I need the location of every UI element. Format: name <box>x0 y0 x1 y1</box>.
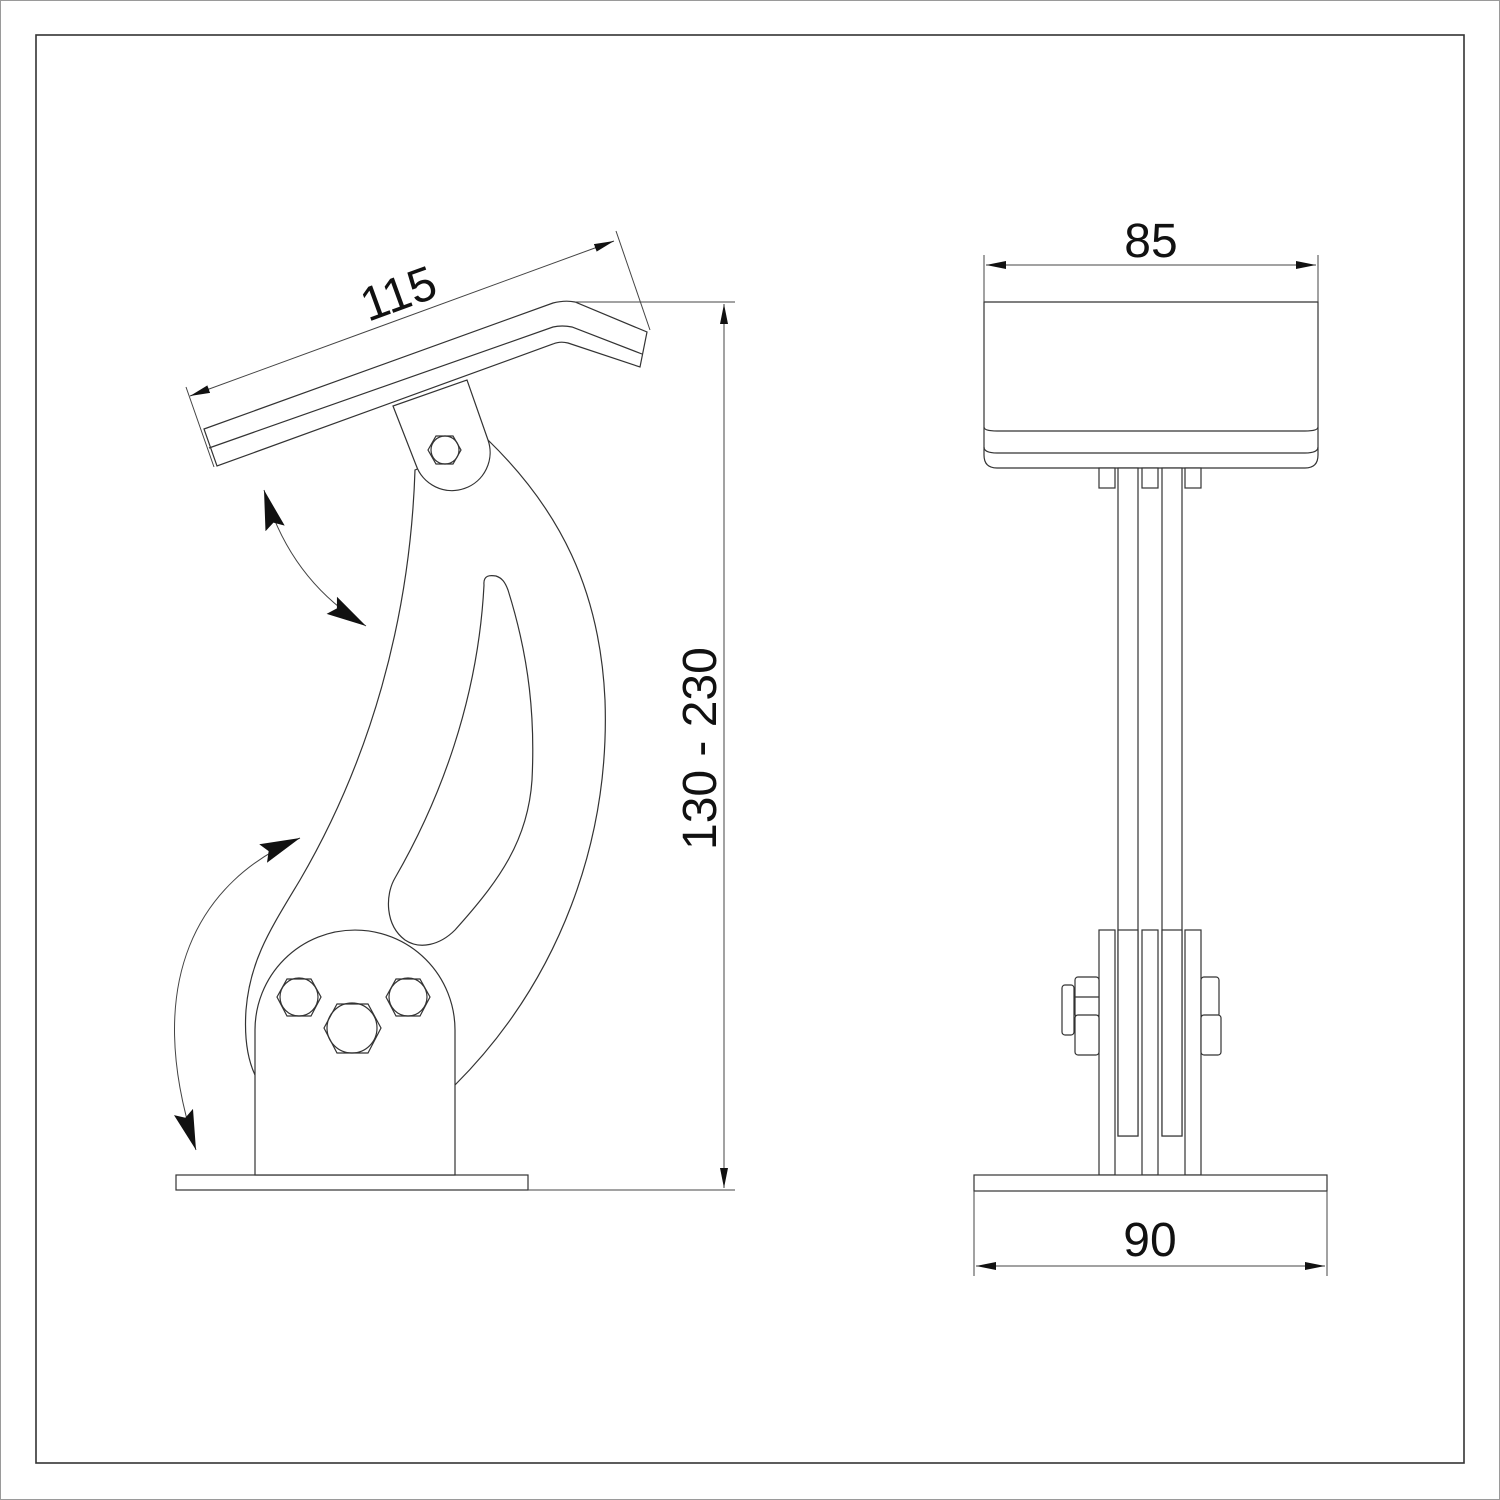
upper-tab <box>1141 467 1159 489</box>
front-block-line <box>983 446 1319 454</box>
swivel-arrow-icon <box>174 837 301 1151</box>
dim-height-range: 130 - 230 <box>674 647 727 850</box>
top-tab <box>392 379 491 492</box>
side-view: 115 130 - 230 <box>174 230 735 1191</box>
upper-tab <box>1184 467 1202 489</box>
front-top-block <box>983 301 1319 469</box>
front-view: 85 90 <box>973 215 1328 1276</box>
dim-platform-length: 115 <box>354 256 444 332</box>
hex-bolt-icon <box>323 1002 382 1054</box>
dim-base-width: 90 <box>1123 1214 1176 1267</box>
arm-slot <box>387 574 534 946</box>
front-block-line <box>983 426 1319 432</box>
base-plate-fin <box>1141 929 1159 1176</box>
right-nut-stack-icon <box>1200 976 1222 1056</box>
side-base-plate <box>175 1174 529 1191</box>
dim-ext-line <box>615 230 651 331</box>
base-plate-fin <box>1184 929 1202 1176</box>
arm-plate-lower <box>1117 929 1139 1137</box>
tilt-arrow-icon <box>263 489 367 627</box>
inner-frame <box>35 34 1465 1464</box>
front-base-plate <box>973 1174 1328 1192</box>
upper-tab <box>1098 467 1116 489</box>
arm-plate-lower <box>1161 929 1183 1137</box>
base-plate-fin <box>1098 929 1116 1176</box>
dim-top-width: 85 <box>1124 215 1177 268</box>
left-nut-stack-icon <box>1061 976 1100 1056</box>
hex-bolt-icon <box>385 977 431 1017</box>
hex-bolt-icon <box>427 435 462 465</box>
dim-platform-length-line <box>189 240 615 397</box>
dim-ext-line <box>185 386 215 468</box>
